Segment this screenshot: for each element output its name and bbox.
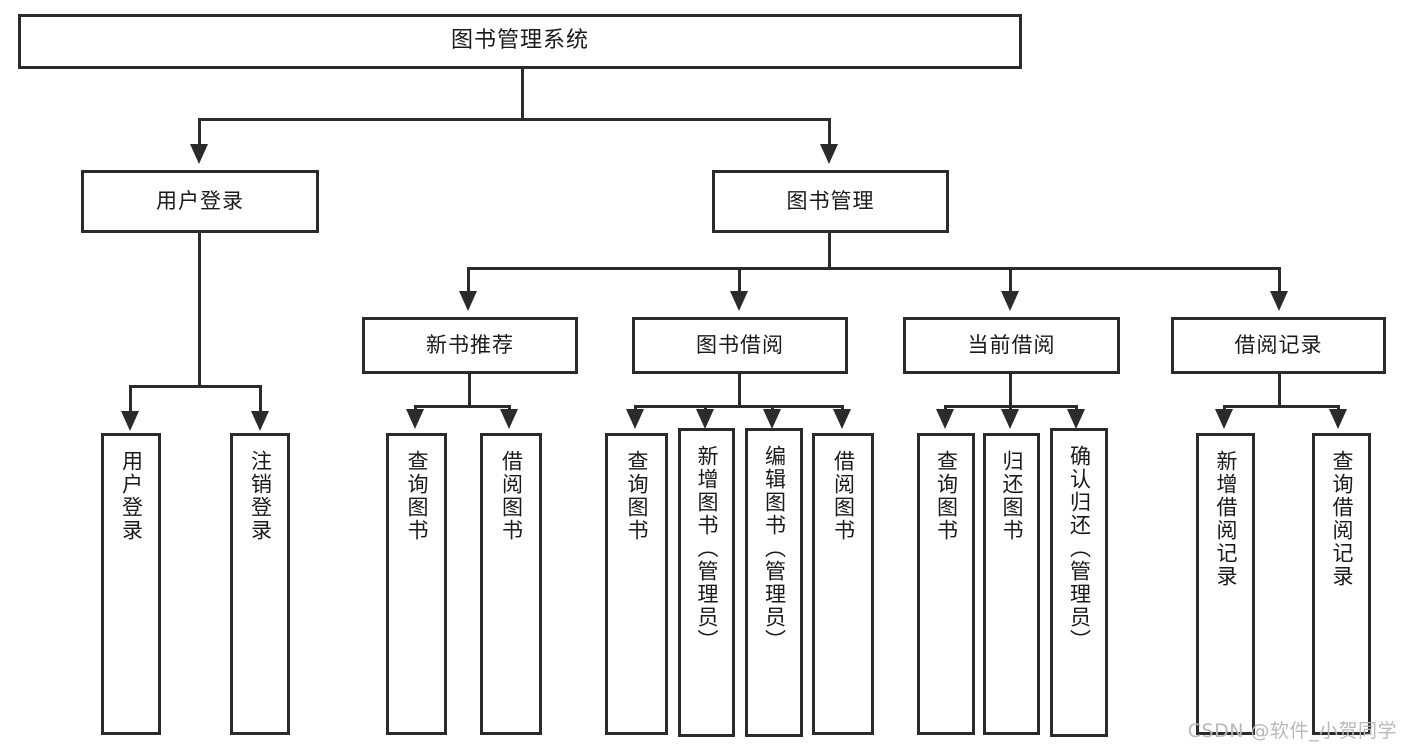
leaf-label: 查询图书	[934, 450, 959, 542]
arrowhead-leaf-confirm-return	[1067, 409, 1085, 429]
node-label: 图书借阅	[696, 332, 784, 357]
leaf-query-borrow-record[interactable]: 查询借阅记录	[1312, 433, 1371, 735]
connector-book-borrow-stem	[738, 374, 741, 405]
arrowhead-leaf-return-book	[1001, 409, 1019, 429]
arrowhead-leaf-logout	[251, 411, 269, 431]
arrowhead-leaf-borrow-book-a	[500, 409, 518, 429]
leaf-label: 归还图书	[1000, 450, 1024, 542]
leaf-label: 借阅图书	[831, 450, 856, 542]
arrowhead-leaf-query-record	[1329, 409, 1347, 429]
connector-root-stem	[521, 69, 524, 118]
leaf-query-book-recommend[interactable]: 查询图书	[386, 433, 447, 735]
connector-drop-book-borrow	[738, 267, 741, 291]
leaf-label: 查询图书	[625, 450, 649, 542]
node-label: 借阅记录	[1234, 332, 1323, 357]
leaf-label: 查询借阅记录	[1330, 450, 1354, 588]
arrowhead-leaf-query-book-b	[626, 409, 644, 429]
connector-level3-bus	[467, 267, 1281, 270]
node-label: 当前借阅	[967, 332, 1056, 357]
arrowhead-borrow-record	[1270, 291, 1288, 311]
connector-book-management-stem	[828, 233, 831, 267]
node-book-management[interactable]: 图书管理	[712, 170, 949, 233]
connector-drop-current-borrow	[1009, 267, 1012, 291]
node-book-borrow[interactable]: 图书借阅	[632, 317, 848, 374]
connector-drop-new-book	[467, 267, 470, 291]
connector-root-bus	[198, 118, 831, 121]
arrowhead-leaf-add-record	[1215, 409, 1233, 429]
arrowhead-leaf-borrow-book-b	[833, 409, 851, 429]
leaf-logout[interactable]: 注销登录	[230, 433, 290, 735]
arrowhead-book-management	[820, 144, 838, 164]
leaf-label: 编辑图书（管理员）	[762, 445, 787, 652]
watermark-text: CSDN @软件_小贺同学	[1187, 720, 1397, 742]
arrowhead-new-book-recommend	[459, 291, 477, 311]
connector-book-borrow-bus	[634, 405, 844, 408]
connector-user-login-drop-1	[129, 385, 132, 411]
leaf-label: 新增图书（管理员）	[695, 445, 719, 652]
connector-drop-borrow-record	[1278, 267, 1281, 291]
connector-new-book-stem	[468, 374, 471, 405]
arrowhead-leaf-add-book	[696, 409, 714, 429]
node-current-borrow[interactable]: 当前借阅	[903, 317, 1120, 374]
node-root-book-management-system[interactable]: 图书管理系统	[18, 14, 1022, 69]
leaf-user-login[interactable]: 用户登录	[101, 433, 161, 735]
leaf-label: 新增借阅记录	[1214, 450, 1238, 588]
leaf-label: 查询图书	[405, 450, 429, 542]
connector-new-book-bus	[414, 405, 510, 408]
node-borrow-record[interactable]: 借阅记录	[1171, 317, 1386, 374]
leaf-query-book-current[interactable]: 查询图书	[917, 433, 975, 735]
leaf-confirm-return-admin[interactable]: 确认归还（管理员）	[1050, 428, 1108, 737]
leaf-query-book-borrow[interactable]: 查询图书	[605, 433, 668, 735]
leaf-borrow-book-recommend[interactable]: 借阅图书	[480, 433, 542, 735]
connector-borrow-record-bus	[1223, 405, 1340, 408]
node-label: 图书管理	[786, 188, 875, 213]
arrowhead-current-borrow	[1001, 291, 1019, 311]
leaf-add-borrow-record[interactable]: 新增借阅记录	[1196, 433, 1255, 735]
leaf-return-book[interactable]: 归还图书	[983, 433, 1040, 735]
connector-user-login-stem	[198, 233, 201, 385]
leaf-add-book-admin[interactable]: 新增图书（管理员）	[678, 428, 735, 737]
leaf-edit-book-admin[interactable]: 编辑图书（管理员）	[745, 428, 803, 737]
leaf-label: 注销登录	[248, 450, 273, 542]
node-label: 图书管理系统	[450, 28, 589, 54]
leaf-label: 确认归还（管理员）	[1067, 445, 1092, 652]
connector-borrow-record-stem	[1278, 374, 1281, 405]
arrowhead-leaf-query-book-c	[936, 409, 954, 429]
leaf-label: 用户登录	[119, 450, 144, 542]
connector-root-to-book-management	[828, 118, 831, 144]
arrowhead-leaf-edit-book	[763, 409, 781, 429]
connector-user-login-bus	[129, 385, 262, 388]
connector-user-login-drop-2	[259, 385, 262, 411]
node-label: 用户登录	[156, 188, 244, 213]
connector-root-to-user-login	[198, 118, 201, 144]
leaf-borrow-book[interactable]: 借阅图书	[812, 433, 874, 735]
arrowhead-leaf-user-login	[121, 411, 139, 431]
node-label: 新书推荐	[426, 332, 514, 357]
connector-current-borrow-stem	[1009, 374, 1012, 405]
arrowhead-book-borrow	[730, 291, 748, 311]
arrowhead-leaf-query-book-a	[406, 409, 424, 429]
node-new-book-recommend[interactable]: 新书推荐	[362, 317, 578, 374]
node-user-login[interactable]: 用户登录	[81, 170, 319, 233]
arrowhead-user-login	[190, 144, 208, 164]
leaf-label: 借阅图书	[499, 450, 524, 542]
